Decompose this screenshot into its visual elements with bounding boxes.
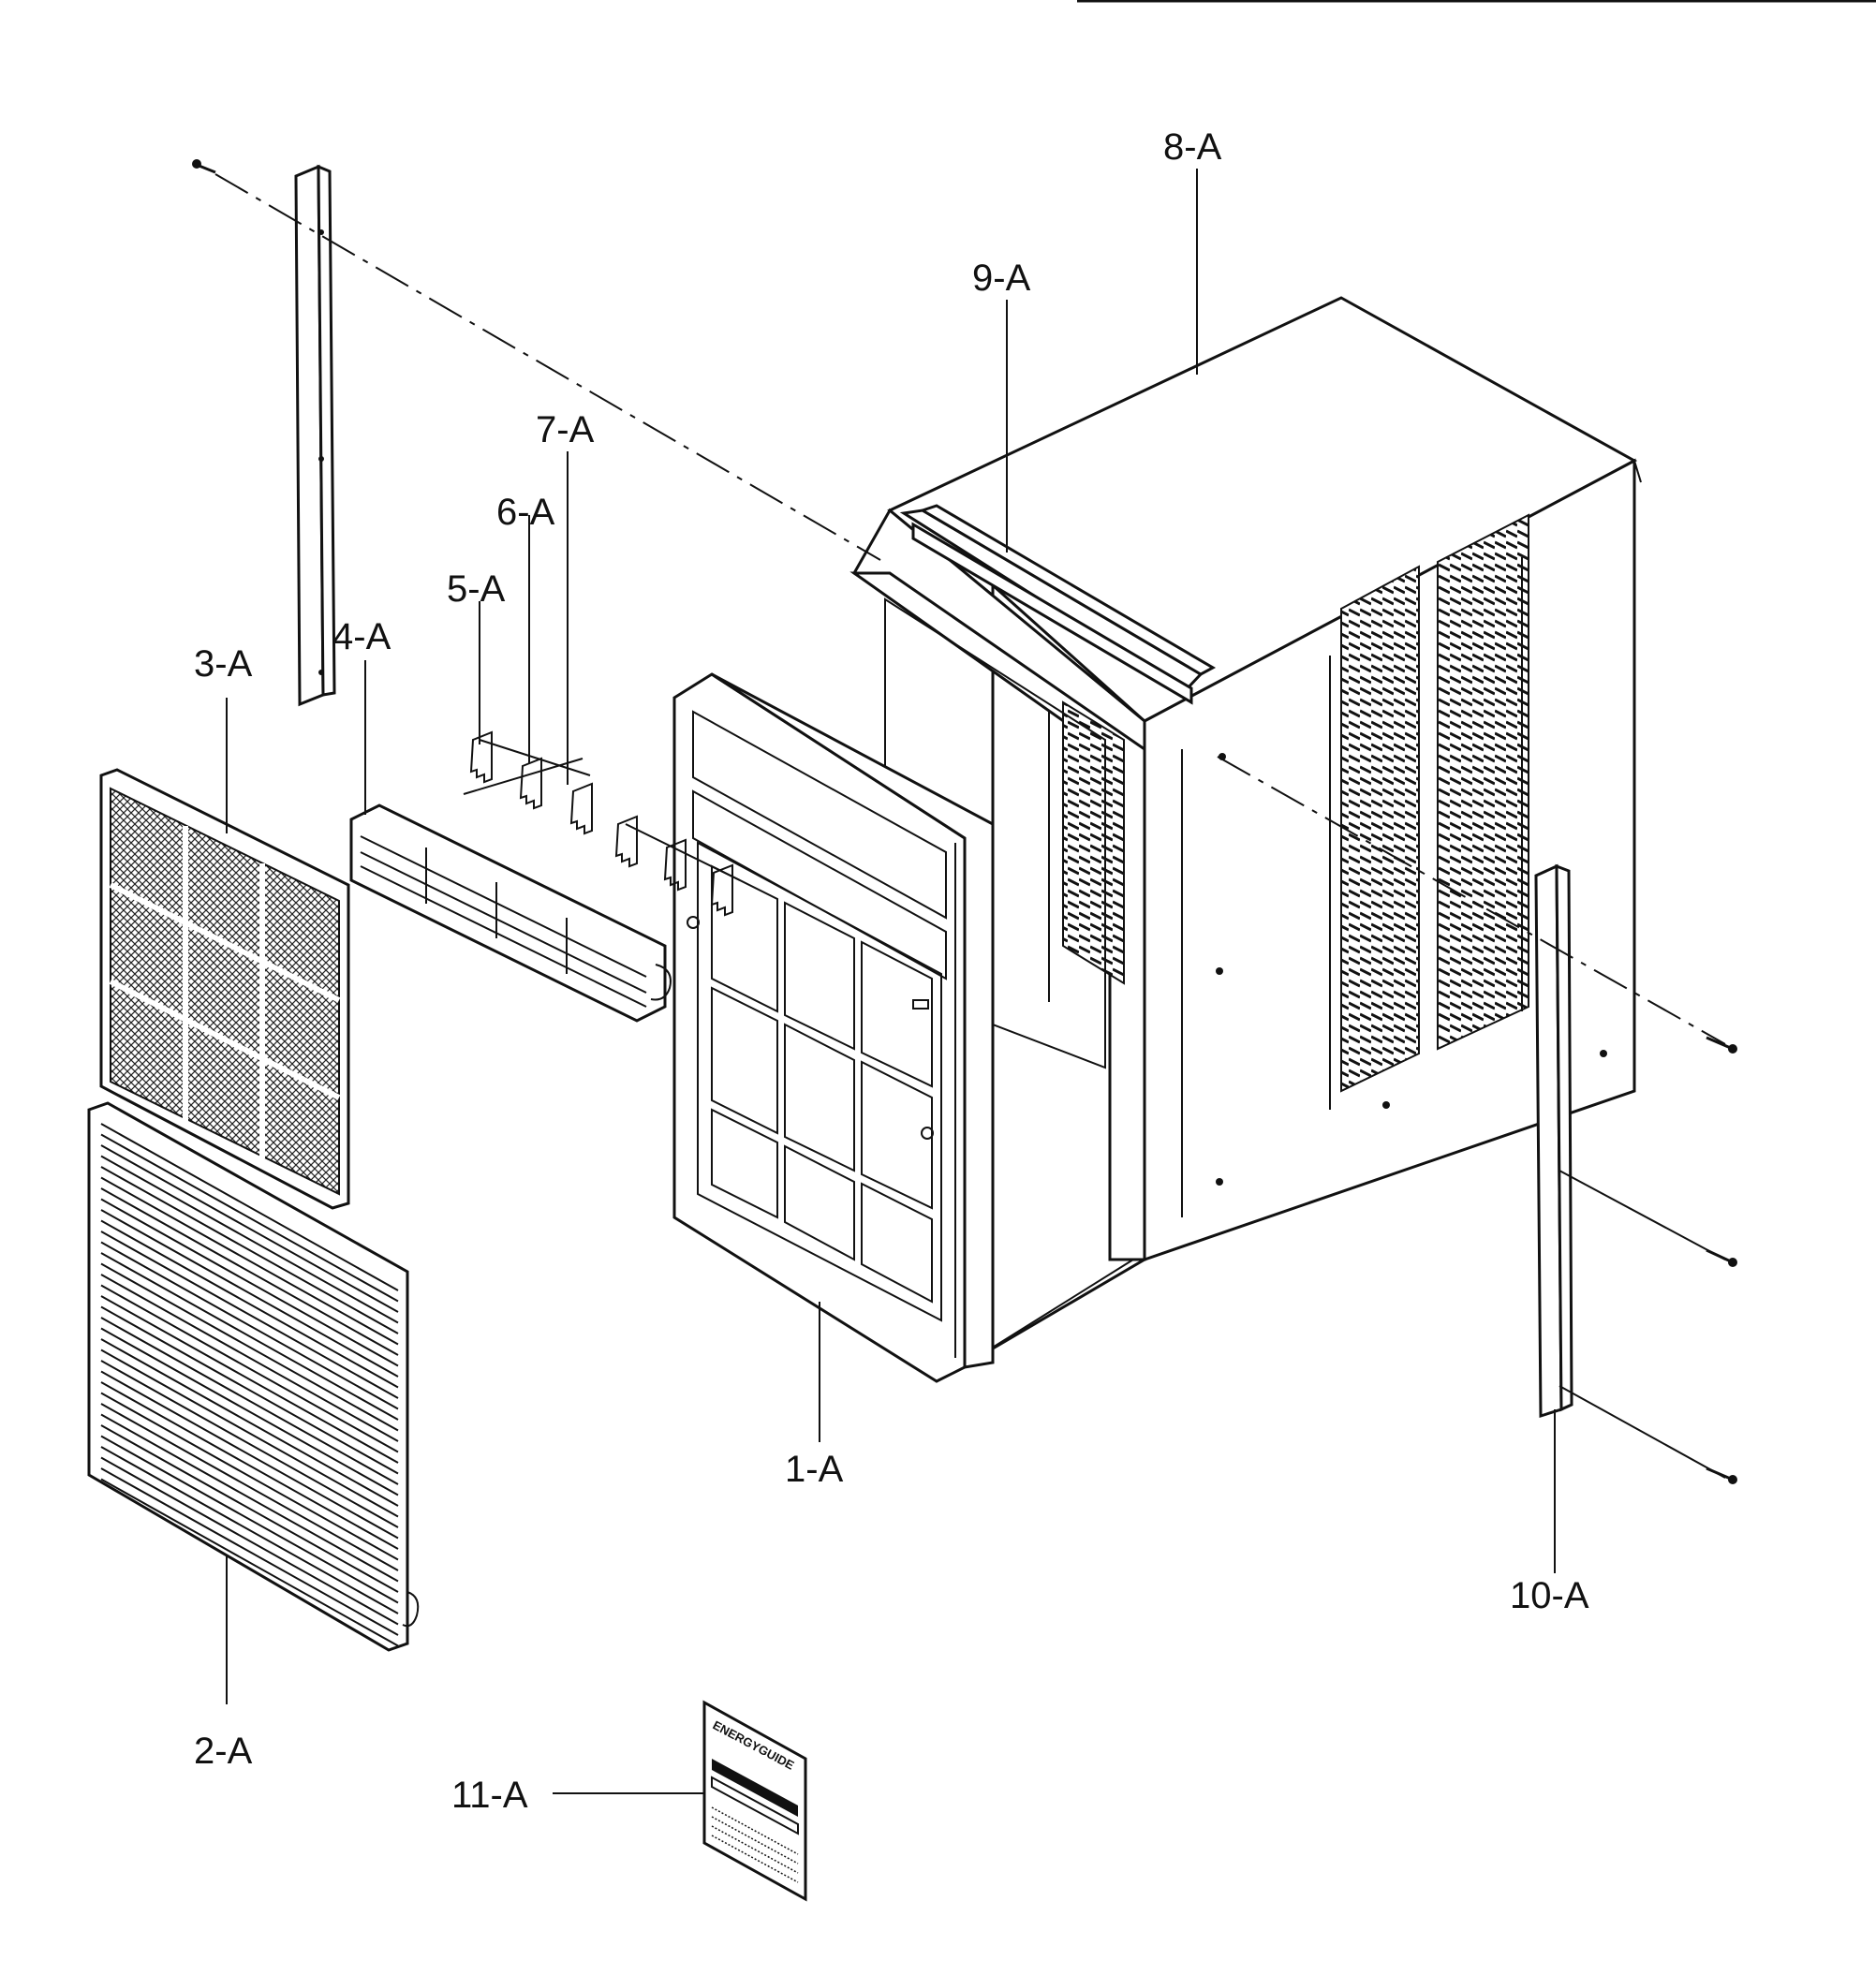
label-5a: 5-A [447,568,506,610]
label-6a: 6-A [496,492,555,533]
right-rail-part-10a[interactable] [1534,863,1573,1419]
label-4a: 4-A [332,616,391,657]
louver-blade-5a [469,730,493,784]
label-7a: 7-A [536,409,595,450]
screw-top-left [192,159,216,174]
cabinet-part-8a[interactable] [849,296,1642,1351]
label-2a: 2-A [194,1731,253,1772]
leader-lines [226,169,1556,1794]
label-1a: 1-A [785,1449,844,1490]
energy-guide-label-part-11a[interactable]: ENERGYGUIDE [702,1700,807,1902]
screw-right-2 [1706,1248,1737,1267]
screw-right-1 [1706,1036,1737,1054]
label-10a: 10-A [1510,1575,1589,1616]
discharge-grille-part-4a[interactable] [349,803,672,1023]
front-frame-part-1a[interactable] [672,672,995,1383]
filter-part-3a[interactable] [99,768,350,1210]
label-8a: 8-A [1163,126,1222,168]
label-3a: 3-A [194,643,253,685]
screw-right-3 [1706,1467,1737,1484]
louver-blades-group[interactable] [463,730,741,917]
louver-blade-6a [519,757,542,810]
left-side-rail[interactable] [294,164,336,707]
front-grille-part-2a[interactable] [87,1101,420,1652]
label-11a: 11-A [451,1775,528,1816]
top-channel-part-9a[interactable] [899,504,1217,705]
label-9a: 9-A [972,258,1031,299]
louver-blade-7a [569,782,593,835]
